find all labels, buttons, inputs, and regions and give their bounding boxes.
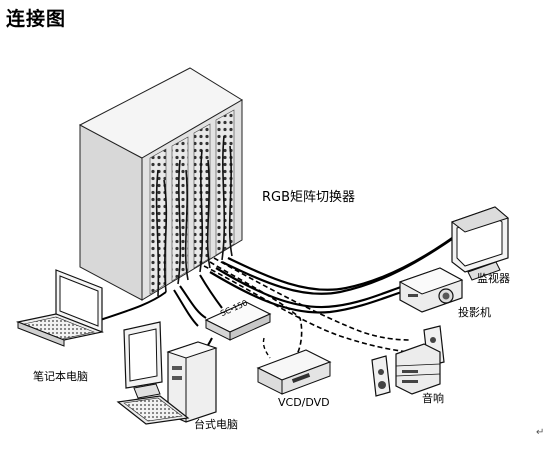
monitor-device xyxy=(450,206,510,281)
cable-to-projector xyxy=(215,267,411,309)
audio-system xyxy=(371,325,445,397)
desktop-label: 台式电脑 xyxy=(194,418,238,431)
vcd-label: VCD/DVD xyxy=(278,396,330,409)
audio-label: 音响 xyxy=(422,392,444,405)
cable-to-vcd xyxy=(209,261,303,357)
vcd-dvd-player xyxy=(256,349,332,395)
laptop-label: 笔记本电脑 xyxy=(33,370,88,383)
matrix-switcher xyxy=(78,67,243,301)
projector-device xyxy=(398,267,464,313)
cable-to-audio xyxy=(203,265,409,353)
desktop-computer xyxy=(116,321,218,425)
converter-box xyxy=(204,301,272,341)
paragraph-mark: ↵ xyxy=(536,427,545,438)
laptop-device xyxy=(15,269,105,347)
monitor-label: 监视器 xyxy=(477,272,510,285)
projector-label: 投影机 xyxy=(458,306,491,319)
matrix-label: RGB矩阵切换器 xyxy=(262,190,356,205)
page-title: 连接图 xyxy=(6,8,67,30)
cable-to-laptop xyxy=(99,291,167,321)
cable-to-converter xyxy=(179,285,207,319)
